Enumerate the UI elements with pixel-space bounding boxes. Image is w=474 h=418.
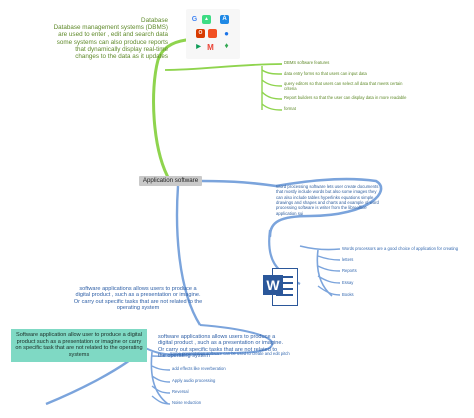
db-item-2: query editors so that users can select a… (284, 81, 403, 91)
word-item-3: Essay (342, 280, 354, 285)
db-item-4: format (284, 106, 296, 111)
software-application-box[interactable]: Software application allow user to produ… (11, 329, 147, 362)
app-store-icon: A (220, 15, 229, 24)
db-item-line-main (164, 63, 283, 71)
audio-trunk-line (150, 351, 169, 405)
software-applications-description: software applications allows users to pr… (73, 286, 203, 312)
db-item-3: Report builders so that the user can dis… (284, 95, 407, 100)
word-processing-description: Word processing software lets user creat… (276, 184, 379, 216)
db-item-line-3 (261, 91, 283, 100)
audio-item-line-0 (151, 353, 221, 357)
word-item-line-0 (299, 245, 341, 251)
software-applications-sub-description: software applications allows users to pr… (158, 334, 283, 360)
word-item-4: Books (342, 292, 354, 297)
android-icon: ▲ (202, 15, 211, 24)
database-branch-line (152, 38, 188, 183)
db-item-line-2 (261, 79, 283, 87)
google-icon: G (191, 16, 198, 23)
audio-item-line-3 (151, 385, 171, 394)
app-icons-cluster: G ▲ A O ● M ♦ ▶ (186, 9, 240, 59)
word-item-1: letters (342, 257, 354, 262)
audio-item-0: Some presentation software can be used t… (170, 351, 290, 356)
maps-icon: ♦ (224, 41, 229, 50)
db-item-1: data entry forms so that users can input… (284, 71, 367, 76)
word-icon: W (262, 266, 298, 306)
chrome-icon: ● (224, 29, 229, 38)
db-item-line-1 (261, 69, 283, 75)
audio-item-1: add effects like reverberation (172, 366, 226, 371)
word-item-line-4 (317, 285, 341, 296)
software-loop-line (142, 324, 274, 356)
office-icon: O (196, 29, 205, 38)
db-item-0: DBMS software features (284, 60, 330, 65)
audio-item-2: Apply audio processing (172, 378, 216, 383)
audio-item-3: Reversal (172, 389, 189, 394)
audio-item-line-2 (151, 375, 171, 383)
word-item-line-1 (317, 255, 341, 261)
word-item-0: Words processors are a good choice of ap… (342, 246, 459, 251)
word-item-line-2 (317, 265, 341, 272)
word-item-line-3 (317, 275, 341, 284)
audio-item-line-4 (151, 395, 171, 405)
database-description: Database management systems (DBMS) are u… (53, 24, 168, 61)
db-item-line-4 (261, 103, 283, 111)
gmail-icon: M (207, 43, 214, 52)
word-item-2: Reports (342, 268, 357, 273)
microsoft-icon (208, 29, 217, 38)
audio-item-4: Noise reduction (172, 400, 202, 405)
audio-item-line-1 (151, 365, 171, 371)
software-branch-line (175, 185, 202, 326)
word-branch-line (200, 177, 383, 238)
central-topic[interactable]: Application software (139, 176, 202, 186)
database-description-block: Database Database management systems (DB… (50, 17, 168, 60)
play-icon: ▶ (196, 44, 201, 50)
database-title: Database (141, 17, 168, 24)
